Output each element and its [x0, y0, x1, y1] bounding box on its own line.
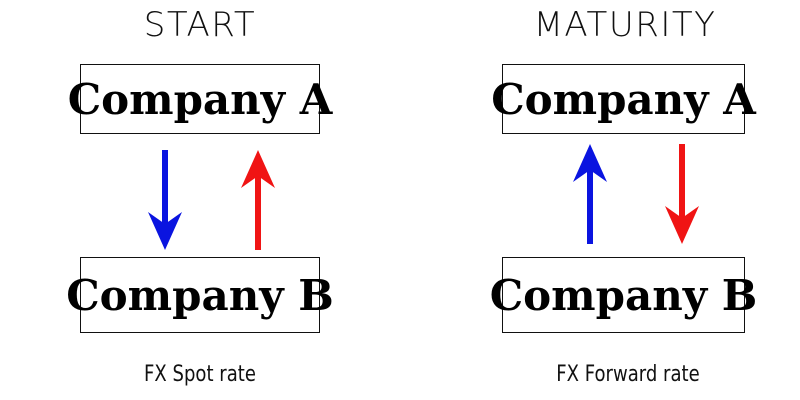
start-caption: FX Spot rate — [144, 362, 256, 387]
start-company-b-box: Company B — [66, 257, 334, 333]
start-heading: START — [143, 5, 257, 45]
maturity-heading: MATURITY — [533, 5, 717, 45]
maturity-blue-up-arrow — [573, 144, 607, 244]
start-company-a-box: Company A — [68, 64, 332, 134]
start-blue-down-arrow — [148, 150, 182, 250]
maturity-company-a-box: Company A — [491, 64, 756, 134]
start-red-up-arrow — [241, 150, 275, 250]
maturity-company-b-box: Company B — [490, 257, 757, 333]
maturity-red-down-arrow — [665, 144, 699, 244]
maturity-caption: FX Forward rate — [556, 362, 700, 387]
